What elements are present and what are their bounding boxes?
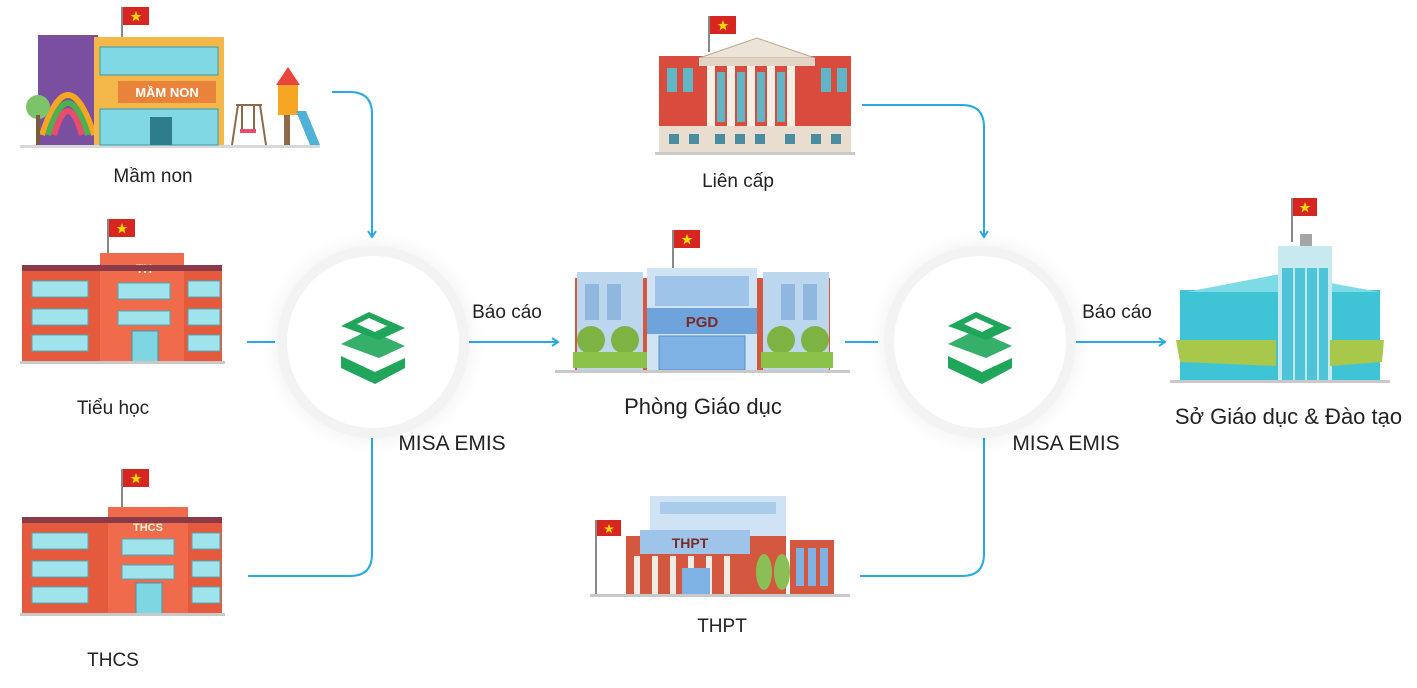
so-label: Sở Giáo dục & Đào tạo [1174, 404, 1403, 429]
misa-emis-logo-icon [341, 312, 405, 384]
hub-2-label: MISA EMIS [1012, 432, 1120, 455]
mam-non-sign: MẦM NON [135, 85, 199, 100]
flag-icon [121, 7, 149, 39]
misa-emis-logo-icon [948, 312, 1012, 384]
flag-icon [107, 219, 135, 255]
connector-mam-non [332, 91, 377, 239]
edge-label-1: Báo cáo [472, 302, 542, 323]
mam-non-label: Mầm non [113, 166, 193, 187]
so-building-illustration [1170, 198, 1390, 383]
mam-non-building-illustration: MẦM NON [20, 7, 320, 148]
lien-cap-node [655, 12, 855, 162]
thcs-building-illustration: THCS [20, 469, 225, 616]
thpt-node: THPT [590, 490, 850, 602]
misa-emis-hub-2 [894, 256, 1066, 428]
pgd-label: Phòng Giáo dục [624, 394, 782, 419]
thcs-label: THCS [87, 650, 139, 671]
flag-icon [672, 230, 700, 268]
so-node [1170, 190, 1390, 390]
thcs-sign: THCS [133, 522, 163, 534]
tieu-hoc-node: TH [20, 215, 225, 375]
pgd-node: PGD [555, 228, 850, 376]
tieu-hoc-label: Tiểu học [76, 398, 150, 419]
lien-cap-building-illustration [655, 16, 855, 155]
misa-emis-hub-1 [287, 256, 459, 428]
thpt-label: THPT [697, 616, 747, 637]
flag-icon [121, 469, 149, 507]
connector-thcs [248, 429, 377, 577]
connector-lien-cap [862, 104, 989, 239]
lien-cap-label: Liên cấp [702, 171, 774, 192]
hub-1-label: MISA EMIS [398, 432, 506, 455]
thpt-building-illustration: THPT [590, 496, 850, 597]
mam-non-node: MẦM NON [20, 5, 335, 150]
tieu-hoc-building-illustration: TH [20, 219, 225, 364]
flag-icon [595, 520, 621, 594]
connector-thpt [860, 429, 989, 577]
pgd-sign: PGD [686, 314, 719, 331]
thpt-sign: THPT [672, 535, 709, 551]
thcs-node: THCS [20, 465, 225, 625]
flag-icon [1291, 198, 1317, 242]
edge-label-2: Báo cáo [1082, 302, 1152, 323]
pgd-building-illustration: PGD [555, 230, 850, 373]
flag-icon [708, 16, 736, 52]
